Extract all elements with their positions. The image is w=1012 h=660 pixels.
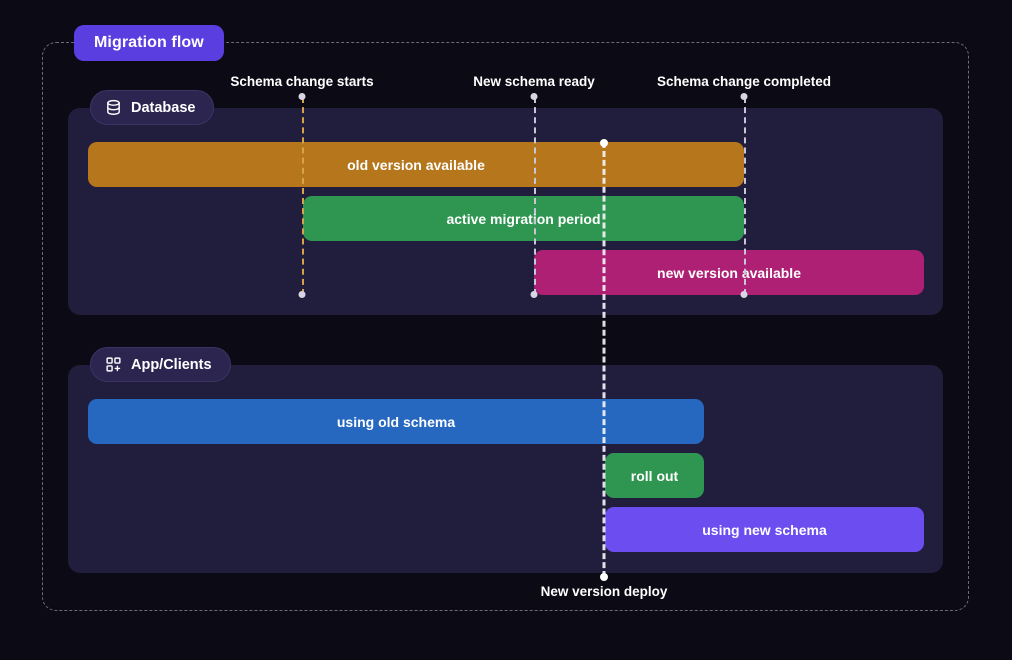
timeline-bar-label: using new schema	[702, 521, 827, 538]
diagram-frame	[42, 42, 969, 611]
diagram-title-badge: Migration flow	[74, 25, 224, 61]
timeline-bar: using new schema	[605, 507, 924, 552]
marker-dot-bottom-0	[298, 291, 306, 298]
marker-dot-top-1	[530, 93, 538, 100]
lane-badge-app-clients: App/Clients	[90, 347, 231, 382]
lane-badge-label: Database	[131, 99, 196, 116]
timeline-bar-label: using old schema	[336, 413, 456, 430]
marker-dot-top-0	[298, 93, 306, 100]
timeline-bar: active migration period	[303, 196, 744, 241]
marker-label-0: Schema change starts	[230, 74, 374, 89]
lane-badge-label: App/Clients	[131, 356, 212, 373]
marker-label-1: New schema ready	[473, 74, 595, 89]
marker-line-0	[302, 97, 304, 295]
timeline-bar-label: new version available	[657, 264, 801, 281]
lane-badge-database: Database	[90, 90, 215, 125]
marker-line-1	[534, 97, 536, 295]
deploy-marker-dot-bottom	[600, 573, 608, 581]
marker-label-2: Schema change completed	[656, 74, 832, 89]
timeline-bar-label: old version available	[347, 156, 485, 173]
timeline-bar: new version available	[534, 250, 924, 295]
apps-add-icon	[105, 356, 122, 373]
database-icon	[105, 99, 122, 116]
marker-dot-bottom-1	[530, 291, 538, 298]
marker-line-2	[744, 97, 746, 295]
timeline-bar: old version available	[88, 142, 744, 187]
timeline-bar-label: roll out	[630, 467, 679, 484]
deploy-marker-label: New version deploy	[540, 584, 668, 599]
timeline-bar-label: active migration period	[446, 210, 601, 227]
deploy-marker-line	[602, 142, 606, 577]
timeline-bar: using old schema	[88, 399, 704, 444]
marker-dot-bottom-2	[740, 291, 748, 298]
diagram-title-label: Migration flow	[94, 34, 204, 51]
deploy-marker-dot-top	[600, 139, 608, 147]
marker-dot-top-2	[740, 93, 748, 100]
timeline-bar: roll out	[605, 453, 704, 498]
